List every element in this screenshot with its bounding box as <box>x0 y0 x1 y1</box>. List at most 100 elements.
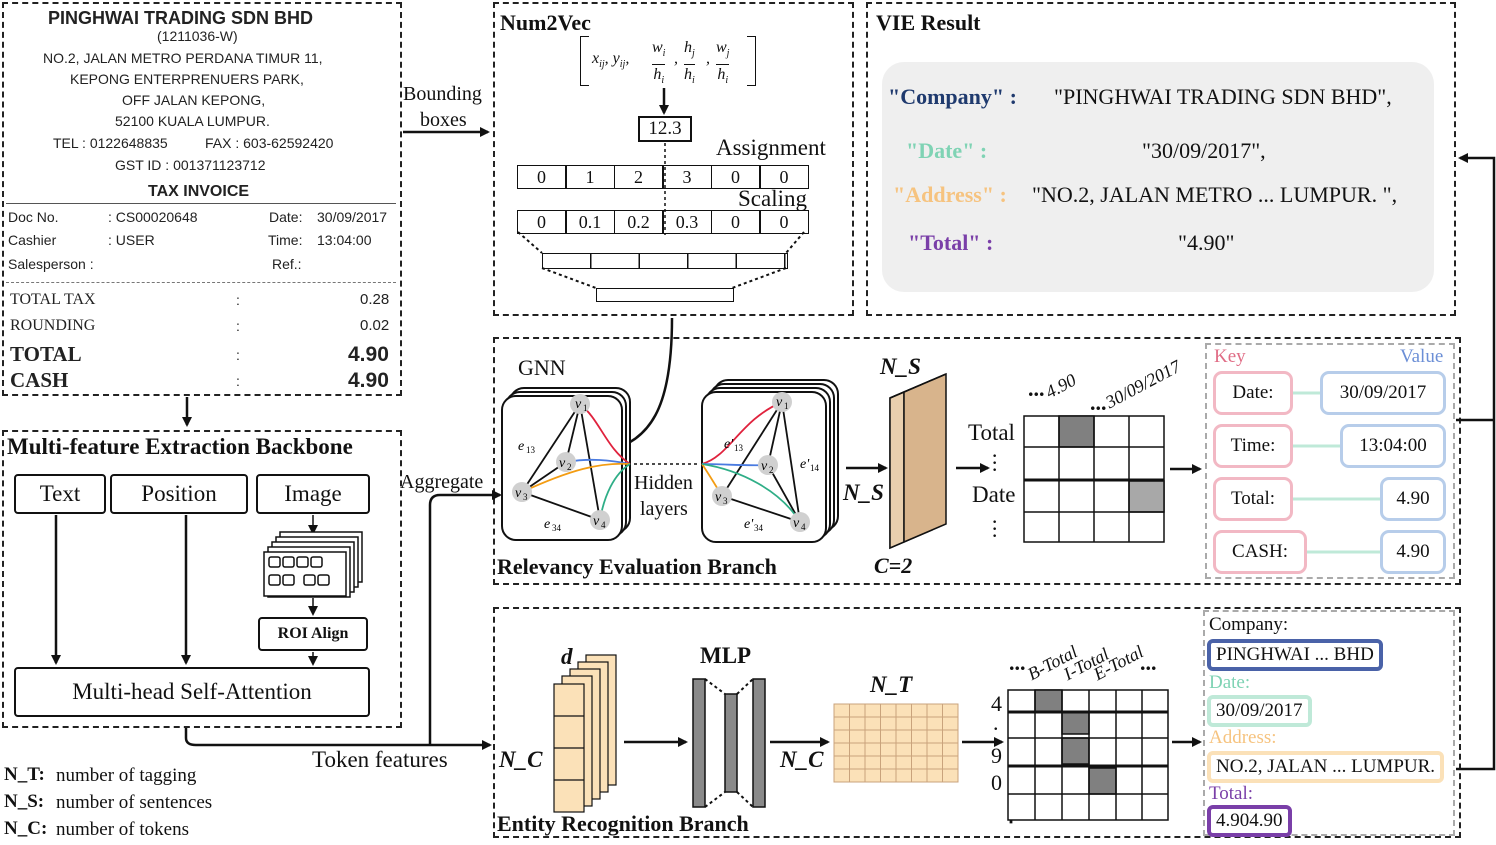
token-feature-cubes <box>553 654 617 813</box>
position-feature-label: Position <box>141 481 217 506</box>
receipt-colon: : <box>236 318 240 334</box>
hidden-label: Hidden <box>634 472 693 494</box>
row-dots: ··· <box>991 509 999 548</box>
receipt-doc-label: Doc No. <box>8 209 59 225</box>
receipt-total-label: TOTAL <box>10 342 82 366</box>
column-dots: ... <box>1028 376 1045 401</box>
kv-panel <box>1205 343 1455 579</box>
mlp-block <box>692 678 766 808</box>
legend-nc-text: number of tokens <box>56 819 189 840</box>
vie-title: VIE Result <box>876 10 981 35</box>
receipt-tel: TEL : 0122648835 <box>53 135 168 151</box>
kv-value-text: 13:04:00 <box>1359 435 1427 456</box>
svg-text:e': e' <box>800 457 810 472</box>
nc-label-2: N_C <box>780 747 824 772</box>
aggregate-label: Aggregate <box>400 471 484 493</box>
kv-value: 13:04:00 <box>1340 424 1446 468</box>
receipt-invoice: TAX INVOICE <box>148 183 250 200</box>
nc-label-1: N_C <box>499 747 543 772</box>
backbone-title: Multi-feature Extraction Backbone <box>7 434 353 459</box>
svg-text:e': e' <box>744 517 754 532</box>
receipt-gst: GST ID : 001371123712 <box>115 157 266 173</box>
receipt-time-label: Time: <box>268 232 303 248</box>
tag-matrix <box>1007 689 1169 821</box>
row-label: 4 <box>991 691 1002 716</box>
entity-title: Entity Recognition Branch <box>497 811 749 836</box>
svg-text:e': e' <box>724 437 734 452</box>
company-label: Company: <box>1209 614 1289 635</box>
kv-value-text: 4.90 <box>1396 541 1430 562</box>
receipt-cash-label: CASH <box>10 368 69 392</box>
dotted-funnel-left <box>517 231 543 254</box>
d-label: d <box>561 644 573 669</box>
assignment-cell: 2 <box>613 165 664 189</box>
receipt-address-line-4: 52100 KUALA LUMPUR. <box>115 113 270 129</box>
svg-text:1: 1 <box>583 403 588 413</box>
receipt-cash-value: 4.90 <box>348 369 389 392</box>
assignment-label: Assignment <box>716 135 826 160</box>
self-attention-box: Multi-head Self-Attention <box>14 667 370 717</box>
receipt-cashier-value: : USER <box>108 232 155 248</box>
dotted-funnel-right <box>785 231 805 254</box>
svg-text:v: v <box>575 397 582 412</box>
assignment-cell: 0 <box>710 165 761 189</box>
nt-label: N_T <box>870 672 913 697</box>
receipt-rounding-value: 0.02 <box>360 317 390 334</box>
relevancy-matrix <box>1023 415 1165 543</box>
mlp-label: MLP <box>700 643 752 668</box>
kv-key: Time: <box>1213 424 1293 468</box>
receipt-date-label: Date: <box>269 209 303 225</box>
receipt-colon: : <box>236 347 240 363</box>
legend-nc-key: N_C: <box>4 818 48 839</box>
svg-text:v: v <box>559 456 566 471</box>
value-heading: Value <box>1400 346 1444 367</box>
total-label: Total: <box>1209 783 1254 804</box>
row-label: . <box>993 710 999 735</box>
svg-text:e: e <box>544 517 550 532</box>
svg-text:34: 34 <box>754 523 764 533</box>
receipt-address-line-1: NO.2, JALAN METRO PERDANA TIMUR 11, <box>43 50 323 66</box>
address-value: NO.2, JALAN ... LUMPUR. <box>1207 751 1445 783</box>
row-label: 9 <box>991 743 1002 768</box>
assignment-cell: 0 <box>516 165 567 189</box>
feature-map-icon <box>263 531 363 598</box>
relevancy-panel <box>493 337 1461 585</box>
nt-grid <box>833 703 959 783</box>
token-features-path <box>184 728 492 750</box>
backbone-panel <box>2 430 402 728</box>
svg-text:2: 2 <box>567 462 572 472</box>
vie-date-value: "30/09/2017", <box>1142 138 1266 163</box>
receipt-fax: FAX : 603-62592420 <box>205 135 334 151</box>
vie-total-key: "Total" : <box>908 230 994 255</box>
date-label: Date: <box>1209 672 1251 693</box>
tag-dots: ... <box>1009 650 1026 675</box>
layers-label: layers <box>640 498 688 520</box>
assignment-cell: 3 <box>662 165 712 189</box>
svg-text:14: 14 <box>810 463 820 473</box>
kv-key: Date: <box>1213 371 1293 415</box>
image-feature-box: Image <box>256 474 370 514</box>
scaling-cell: 0.1 <box>565 210 615 234</box>
kv-value-text: 4.90 <box>1396 488 1430 509</box>
num2vec-panel <box>493 2 854 316</box>
scaling-row: 0 0.1 0.2 0.3 0 0 <box>516 210 809 234</box>
self-attention-label: Multi-head Self-Attention <box>72 679 312 704</box>
boxes-label: boxes <box>420 109 467 131</box>
assignment-row: 0 1 2 3 0 0 <box>516 165 809 189</box>
receipt-address-line-3: OFF JALAN KEPONG, <box>122 92 266 108</box>
total-row-label: Total <box>968 420 1015 445</box>
receipt-divider <box>6 203 396 204</box>
vie-address-value: "NO.2, JALAN METRO ... LUMPUR. ", <box>1032 182 1398 207</box>
date-value: 30/09/2017 <box>1207 695 1312 727</box>
svg-text:34: 34 <box>552 523 562 533</box>
legend-nt-key: N_T: <box>4 764 45 785</box>
relevancy-title: Relevancy Evaluation Branch <box>497 554 777 579</box>
svg-text:4: 4 <box>801 522 806 532</box>
roi-align-label: ROI Align <box>277 625 349 642</box>
ns-side-label: N_S <box>843 480 884 505</box>
num2vec-value-box: 12.3 <box>638 116 692 142</box>
receipt-panel <box>2 2 402 396</box>
total-value: 4.904.90 <box>1207 805 1292 837</box>
svg-text:v: v <box>593 514 600 529</box>
